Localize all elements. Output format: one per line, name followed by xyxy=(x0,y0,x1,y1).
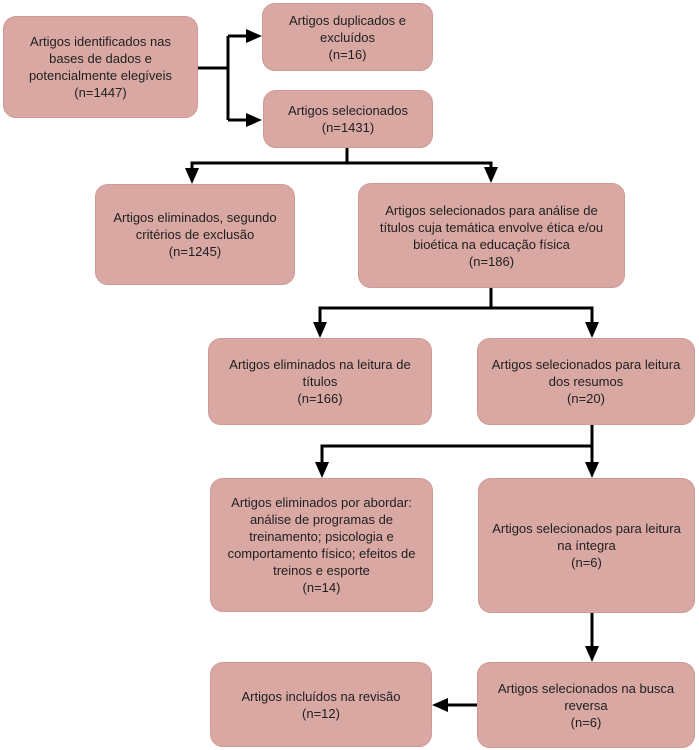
node-eliminated-criteria-count: (n=1245) xyxy=(168,244,222,259)
node-included-review-label: Artigos incluídos na revisão xyxy=(241,688,401,704)
node-included-review-count: (n=12) xyxy=(302,705,340,721)
node-selected-reverse-search-label: Artigos selecionados na busca reversa xyxy=(497,680,675,713)
node-identified: Artigos identificados nas bases de dados… xyxy=(3,16,198,118)
node-selected-full-reading: Artigos selecionados para leitura na ínt… xyxy=(478,478,695,613)
node-duplicates-excluded-label: Artigos duplicados e excluídos xyxy=(288,12,407,45)
node-selected-title-analysis-label: Artigos selecionados para análise de tít… xyxy=(379,202,604,252)
node-selected-title-analysis-count: (n=186) xyxy=(468,253,515,269)
node-selected-abstract-reading-label: Artigos selecionados para leitura dos re… xyxy=(491,357,681,389)
connector-abstract-reading-split xyxy=(315,425,599,478)
connector-selected-split xyxy=(185,148,498,184)
node-eliminated-title-reading-label: Artigos eliminados na leitura de títulos xyxy=(229,357,411,389)
connector-full-reading-down xyxy=(585,613,599,662)
node-eliminated-topics-label: Artigos eliminados por abordar: análise … xyxy=(227,495,416,578)
node-selected-reverse-search-count: (n=6) xyxy=(570,714,602,730)
node-selected-title-analysis: Artigos selecionados para análise de tít… xyxy=(358,183,625,288)
connector-identified-split xyxy=(198,29,262,127)
node-selected-count: (n=1431) xyxy=(321,120,375,135)
node-included-review: Artigos incluídos na revisão (n=12) xyxy=(210,662,432,747)
node-selected-full-reading-count: (n=6) xyxy=(571,555,602,570)
node-selected: Artigos selecionados (n=1431) xyxy=(263,90,433,148)
node-eliminated-topics: Artigos eliminados por abordar: análise … xyxy=(210,478,433,612)
node-eliminated-criteria: Artigos eliminados, segundo critérios de… xyxy=(95,184,295,285)
node-selected-full-reading-label: Artigos selecionados para leitura na ínt… xyxy=(492,521,681,553)
node-eliminated-criteria-label: Artigos eliminados, segundo critérios de… xyxy=(113,210,277,242)
node-eliminated-topics-count: (n=14) xyxy=(302,580,341,595)
node-identified-count: (n=1447) xyxy=(74,85,127,100)
node-selected-abstract-reading-count: (n=20) xyxy=(567,391,605,406)
node-selected-abstract-reading: Artigos selecionados para leitura dos re… xyxy=(477,338,695,425)
node-selected-reverse-search: Artigos selecionados na busca reversa (n… xyxy=(477,662,695,748)
node-eliminated-title-reading-count: (n=166) xyxy=(297,391,343,406)
node-duplicates-excluded: Artigos duplicados e excluídos (n=16) xyxy=(262,3,433,71)
node-identified-label: Artigos identificados nas bases de dados… xyxy=(28,34,173,83)
connector-reverse-search-left xyxy=(432,698,477,712)
node-selected-label: Artigos selecionados xyxy=(288,103,408,118)
node-duplicates-excluded-count: (n=16) xyxy=(328,46,367,62)
node-eliminated-title-reading: Artigos eliminados na leitura de títulos… xyxy=(208,338,432,425)
connector-title-analysis-split xyxy=(313,288,599,338)
